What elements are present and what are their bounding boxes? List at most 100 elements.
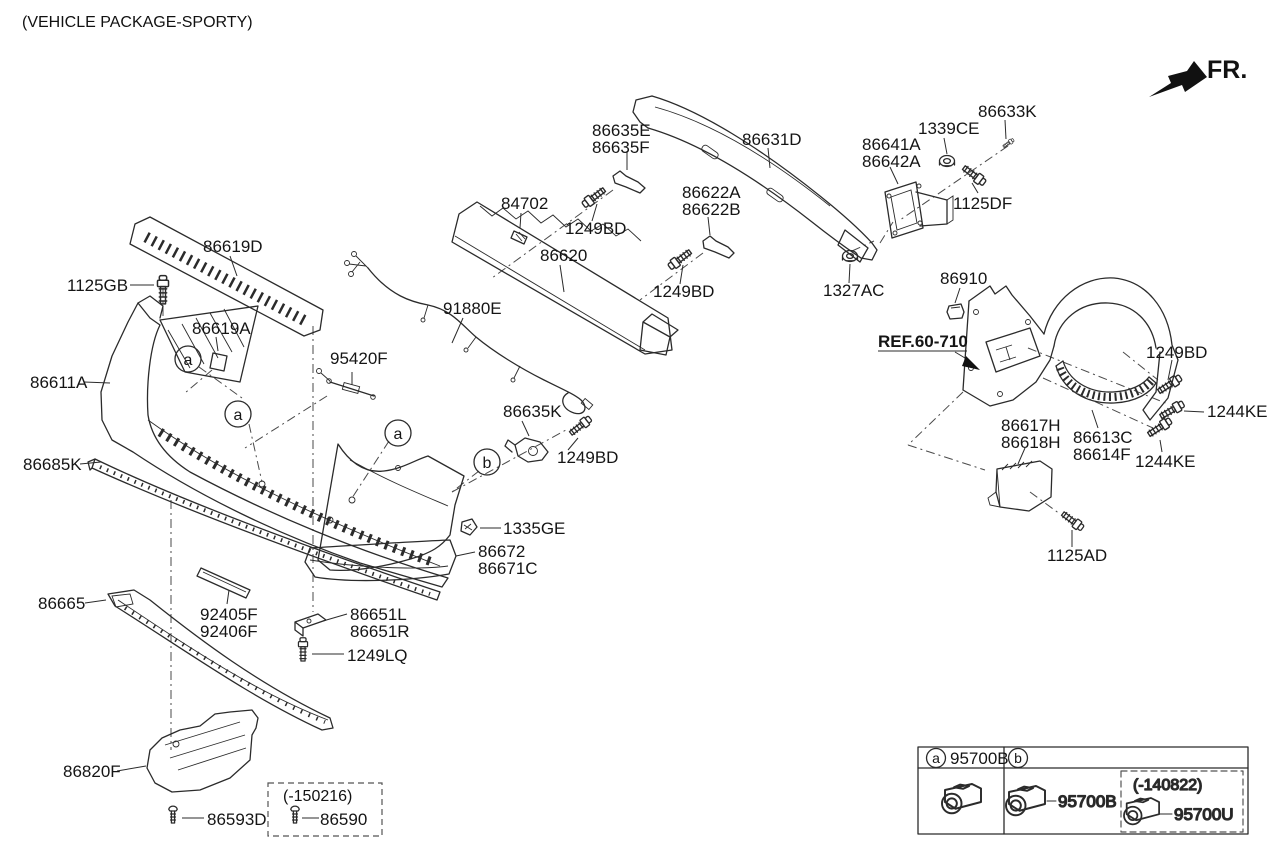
- label-1339ce: 1339CE: [918, 119, 979, 138]
- label-86635e: 86635E: [592, 121, 651, 140]
- label-1249bd-2: 1249BD: [653, 282, 714, 301]
- label-86685k: 86685K: [23, 455, 82, 474]
- marker-a-2: a: [224, 400, 252, 428]
- clip-86910: [946, 303, 965, 320]
- fr-label: FR.: [1207, 56, 1247, 84]
- legend-sub-140822: (-140822) 95700U: [1120, 770, 1244, 833]
- label-1125ad: 1125AD: [1047, 546, 1107, 565]
- label-86672: 86672: [478, 542, 525, 561]
- fr-direction-indicator: FR.: [1149, 56, 1247, 97]
- label-1125gb: 1125GB: [67, 276, 128, 295]
- label-86631d: 86631D: [742, 130, 802, 149]
- label-86622a: 86622A: [682, 183, 741, 202]
- legend-sensor-a: [941, 783, 982, 815]
- legend-sensor-b: 95700B: [1005, 785, 1117, 817]
- ref-arrowhead: [962, 356, 980, 370]
- label-86642a: 86642A: [862, 152, 921, 171]
- clip-1335ge: [460, 518, 478, 536]
- sensor-icon: [1123, 797, 1160, 826]
- ref-callout: [878, 350, 980, 370]
- bolt-1244ke-1-icon: [1157, 398, 1187, 422]
- lower-strip-86685k: [87, 458, 441, 601]
- marker-b-1: b: [473, 448, 501, 476]
- skid-garnish-86665: [107, 589, 334, 731]
- label-1335ge: 1335GE: [503, 519, 565, 538]
- bracket-86651lr: [294, 613, 327, 637]
- legend-a-code: 95700B: [950, 749, 1009, 768]
- clip-84702: [510, 230, 528, 245]
- marker-a-1: a: [174, 345, 202, 373]
- label-86611a: 86611A: [30, 373, 88, 392]
- label-1244ke-1: 1244KE: [1207, 402, 1268, 421]
- label-95420f: 95420F: [330, 349, 388, 368]
- label-84702: 84702: [501, 194, 548, 213]
- fr-arrow-icon: [1149, 61, 1207, 97]
- svg-text:a: a: [234, 407, 243, 424]
- label-86614f: 86614F: [1073, 445, 1131, 464]
- inset-note: (-150216): [283, 788, 352, 805]
- label-86613c: 86613C: [1073, 428, 1133, 447]
- label-1249bd-right: 1249BD: [1146, 343, 1207, 362]
- molding-86672: [304, 539, 457, 582]
- label-86651r: 86651R: [350, 622, 410, 641]
- legend-table: a 95700B b 95700B (-140822) 95700U: [917, 746, 1249, 835]
- label-86651l: 86651L: [350, 605, 407, 624]
- sensor-icon: [1005, 785, 1046, 817]
- nut-1327ac-icon: [841, 249, 859, 263]
- step-plate-86619d: [129, 216, 324, 337]
- label-86619d: 86619D: [203, 237, 263, 256]
- legend-b-code: 95700B: [1058, 792, 1117, 811]
- sensor-icon: [941, 783, 982, 815]
- label-86618h: 86618H: [1001, 433, 1061, 452]
- bracket-86635ef: [612, 170, 646, 194]
- label-1249lq: 1249LQ: [347, 646, 408, 665]
- label-ref-60-710: REF.60-710: [878, 332, 968, 351]
- label-86671c: 86671C: [478, 559, 538, 578]
- bumper-cover-right-section: [317, 443, 465, 572]
- bolt-1249lq-icon: [297, 637, 309, 662]
- svg-text:a: a: [932, 750, 940, 766]
- side-bracket-86613c: [1055, 360, 1157, 404]
- label-86641a: 86641A: [862, 135, 921, 154]
- svg-text:a: a: [394, 426, 403, 443]
- label-86633k: 86633K: [978, 102, 1037, 121]
- label-86622b: 86622B: [682, 200, 741, 219]
- bolt-1249bd-2-icon: [665, 246, 694, 272]
- fasteners: [156, 137, 1187, 824]
- under-cover-86820f: [146, 709, 259, 793]
- label-86619a: 86619A: [192, 319, 251, 338]
- screw-86633k-icon: [1001, 137, 1016, 150]
- bumper-beam-86631d: [632, 95, 878, 263]
- page-title: (VEHICLE PACKAGE-SPORTY): [22, 14, 253, 31]
- label-86620: 86620: [540, 246, 587, 265]
- label-86635k: 86635K: [503, 402, 562, 421]
- part-labels: 86619D 1125GB 86619A 86611A 86685K 86665…: [23, 102, 1268, 829]
- bolt-1249bd-1-icon: [579, 184, 608, 210]
- screw-86593d-icon: [168, 805, 178, 824]
- marker-a-3: a: [384, 419, 412, 447]
- label-91880e: 91880E: [443, 299, 502, 318]
- label-86665: 86665: [38, 594, 85, 613]
- bolt-1125ad-icon: [1059, 509, 1086, 533]
- legend-b-sub-code: 95700U: [1174, 805, 1234, 824]
- wiring-harness-91880e: [344, 251, 594, 415]
- svg-text:a: a: [184, 352, 193, 369]
- label-1249bd-mid: 1249BD: [557, 448, 618, 467]
- label-1125df: 1125DF: [953, 194, 1012, 213]
- label-1327ac: 1327AC: [823, 281, 884, 300]
- reflector-92405f: [196, 567, 251, 599]
- label-86635f: 86635F: [592, 138, 650, 157]
- side-cover-86617h: [987, 460, 1053, 512]
- label-86820f: 86820F: [63, 762, 121, 781]
- tow-bracket-86641a: [884, 181, 954, 239]
- energy-absorber-86620: [451, 201, 679, 356]
- svg-text:b: b: [1014, 750, 1022, 766]
- svg-text:b: b: [483, 455, 492, 472]
- label-92405f: 92405F: [200, 605, 258, 624]
- legend-cell-b-header: b: [1007, 747, 1029, 769]
- legend-b-note: (-140822): [1133, 777, 1202, 794]
- label-86590: 86590: [320, 810, 367, 829]
- label-86593d: 86593D: [207, 810, 267, 829]
